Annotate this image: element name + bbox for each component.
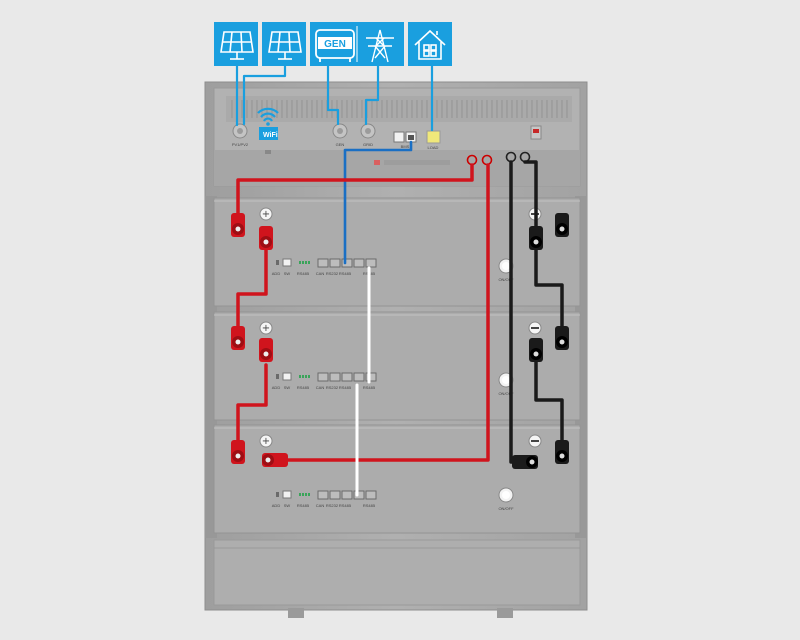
pv-cable-2 <box>242 64 287 126</box>
module-port-label: CAN <box>316 385 325 390</box>
grid-tower-icon <box>366 29 394 63</box>
module-port-label: CAN <box>316 271 325 276</box>
positive-lug <box>231 213 245 237</box>
svg-text:+: + <box>262 209 270 220</box>
module-port-label: ADD <box>272 271 281 276</box>
module-port-label: SW <box>284 271 291 276</box>
bms-port-label: BMS <box>401 144 410 149</box>
cabinet-base <box>213 539 581 606</box>
module-port-label: RS232 <box>326 271 339 276</box>
svg-text:+: + <box>262 323 270 334</box>
load-terminal: LOAD <box>426 130 441 150</box>
negative-cable-link-2 <box>534 358 564 444</box>
inverter-unit: PV1/PV2 WiFi GEN GRID <box>213 87 581 187</box>
inverter-fuse <box>374 160 380 165</box>
positive-lug <box>231 440 245 464</box>
pv-input-port: PV1/PV2 <box>232 123 249 147</box>
negative-lug <box>555 326 569 350</box>
module-port-label: RS485 <box>297 271 310 276</box>
module-port-label: SW <box>284 385 291 390</box>
wifi-dongle: WiFi <box>257 107 279 154</box>
module-port-label: RS485 <box>297 503 310 508</box>
terminal-lugs <box>231 213 569 469</box>
module-power-switch[interactable]: ON/OFF <box>498 487 514 511</box>
pv-port-label: PV1/PV2 <box>232 142 249 147</box>
cabinet-foot-left <box>288 608 304 618</box>
grid-port-label: GRID <box>363 142 373 147</box>
cables <box>235 64 564 497</box>
power-switch-label: ON/OFF <box>498 506 514 511</box>
power-switch-label: ON/OFF <box>498 277 514 282</box>
generator-grid-tile: GEN <box>310 22 404 66</box>
positive-lug <box>259 226 273 250</box>
negative-lug <box>512 455 538 469</box>
positive-cable-link-2 <box>236 363 268 442</box>
gen-port-label: GEN <box>336 142 345 147</box>
module-port-label: ADD <box>272 503 281 508</box>
wifi-label: WiFi <box>263 132 278 139</box>
positive-terminal-marker: + <box>259 207 273 221</box>
generator-icon: GEN <box>315 29 355 62</box>
module-port-label: RS485 <box>297 385 310 390</box>
source-icons-row: GEN <box>214 22 452 66</box>
positive-terminal-marker: + <box>259 434 273 448</box>
negative-lug <box>529 226 543 250</box>
svg-text:+: + <box>262 436 270 447</box>
positive-lug <box>259 338 273 362</box>
negative-cable-link-1 <box>523 160 564 332</box>
negative-lug <box>555 213 569 237</box>
house-load-icon <box>408 22 452 66</box>
module-port-label: ADD <box>272 385 281 390</box>
module-port-label: SW <box>284 503 291 508</box>
negative-terminal-marker <box>528 434 542 448</box>
module-port-label: RS485 <box>339 503 352 508</box>
negative-terminal-marker <box>528 321 542 335</box>
module-port-label: RS485 <box>339 271 352 276</box>
positive-terminal-marker: + <box>259 321 273 335</box>
solar-panel-2-icon <box>262 22 306 66</box>
solar-panel-1-icon <box>214 22 258 66</box>
generator-label: GEN <box>324 39 346 50</box>
gen-cable <box>326 64 340 126</box>
positive-lug <box>231 326 245 350</box>
module-port-label: RS232 <box>326 385 339 390</box>
negative-lug <box>529 338 543 362</box>
module-port-label: CAN <box>316 503 325 508</box>
module-port-label: RS485 <box>363 385 376 390</box>
positive-cable-return <box>286 163 490 462</box>
module-port-label: RS232 <box>326 503 339 508</box>
grid-port: GRID <box>360 123 376 147</box>
battery-breaker <box>530 125 542 140</box>
gen-port: GEN <box>332 123 348 147</box>
grid-cable <box>364 64 380 126</box>
module-port-label: RS485 <box>363 503 376 508</box>
negative-lug <box>555 440 569 464</box>
power-switch-label: ON/OFF <box>498 391 514 396</box>
positive-lug <box>262 453 288 467</box>
positive-cable-link-1 <box>236 248 268 330</box>
module-port-label: RS485 <box>339 385 352 390</box>
positive-cable-main <box>236 163 474 217</box>
load-port-label: LOAD <box>428 145 439 150</box>
cabinet-foot-right <box>497 608 513 618</box>
bms-comm-cable <box>343 140 413 265</box>
